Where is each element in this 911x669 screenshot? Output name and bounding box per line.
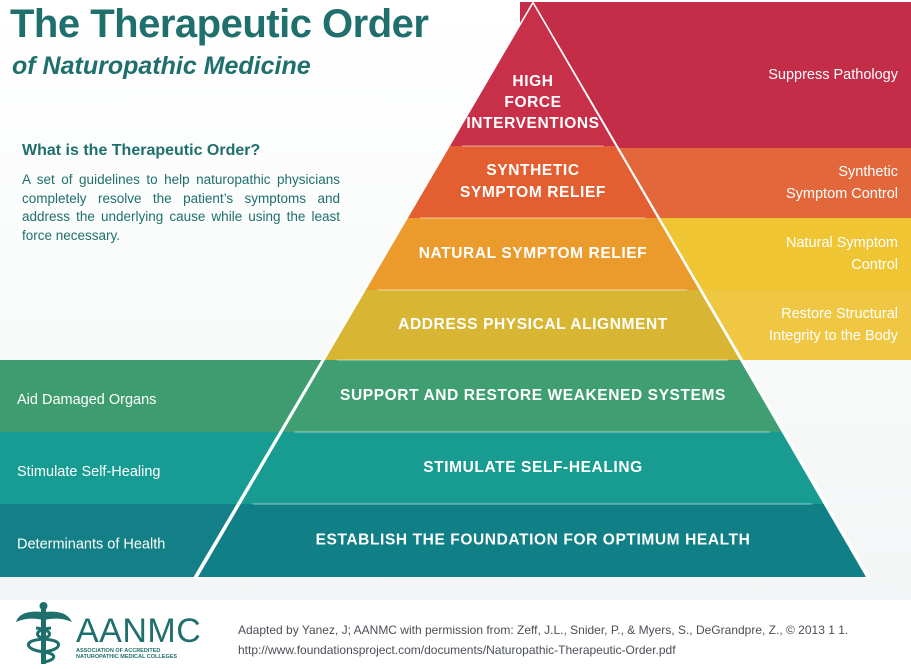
left-band-label-2-line: Stimulate Self-Healing: [17, 464, 160, 480]
right-band-label-1: Suppress Pathology: [768, 67, 899, 83]
left-band-label-3: Determinants of Health: [17, 536, 165, 552]
pyramid-level-label-7-line: ESTABLISH THE FOUNDATION FOR OPTIMUM HEA…: [316, 532, 751, 549]
pyramid-level-label-6: STIMULATE SELF-HEALING: [423, 459, 643, 476]
aanmc-logo-text: AANMC: [76, 612, 202, 650]
pyramid-level-label-1-line: FORCE: [504, 94, 561, 111]
pyramid-level-label-1-line: INTERVENTIONS: [466, 115, 599, 132]
pyramid-level-6: [240, 432, 824, 504]
pyramid-level-label-1-line: HIGH: [512, 73, 553, 90]
pyramid-level-label-4: ADDRESS PHYSICAL ALIGNMENT: [398, 316, 668, 333]
citation-text: Adapted by Yanez, J; AANMC with permissi…: [238, 623, 849, 657]
intro-heading: What is the Therapeutic Order?: [22, 142, 261, 159]
pyramid-level-label-1: HIGH FORCE INTERVENTIONS: [466, 73, 599, 132]
pyramid-level-label-5-line: SUPPORT AND RESTORE WEAKENED SYSTEMS: [340, 387, 726, 404]
aanmc-logo: [14, 600, 214, 665]
right-band-label-2-line: Synthetic: [838, 164, 898, 180]
pyramid-level-2: [407, 146, 658, 218]
right-band-label-3-line: Control: [851, 257, 898, 273]
pyramid-level-label-5: SUPPORT AND RESTORE WEAKENED SYSTEMS: [340, 387, 726, 404]
pyramid-level-3: [365, 218, 700, 290]
aanmc-subtext-line-1: ASSOCIATION OF ACCREDITED: [76, 648, 161, 654]
intro-body: A set of guidelines to help naturopathic…: [22, 172, 340, 243]
pyramid: HIGH FORCE INTERVENTIONS SYNTHETIC SYMPTOM R…: [193, 1, 871, 578]
pyramid-level-label-7: ESTABLISH THE FOUNDATION FOR OPTIMUM HEA…: [316, 532, 751, 549]
pyramid-level-label-4-line: ADDRESS PHYSICAL ALIGNMENT: [398, 316, 668, 333]
page-title: The Therapeutic Order: [10, 2, 429, 46]
right-band-label-4-line: Integrity to the Body: [769, 328, 899, 344]
right-band-label-2-line: Symptom Control: [786, 186, 898, 202]
right-band-label-3-line: Natural Symptom: [786, 235, 898, 251]
pyramid-level-7: [198, 504, 866, 577]
page-subtitle: of Naturopathic Medicine: [12, 52, 311, 80]
pyramid-level-label-6-line: STIMULATE SELF-HEALING: [423, 459, 643, 476]
pyramid-level-label-2-line: SYMPTOM RELIEF: [460, 184, 606, 201]
pyramid-level-5: [282, 360, 782, 432]
right-band-label-4-line: Restore Structural: [781, 306, 898, 322]
left-band-label-1-line: Aid Damaged Organs: [17, 392, 156, 408]
left-band-label-2: Stimulate Self-Healing: [17, 464, 160, 480]
aanmc-logo-subtext: ASSOCIATION OF ACCREDITED NATUROPATHIC M…: [76, 648, 216, 660]
pyramid-level-label-3-line: NATURAL SYMPTOM RELIEF: [419, 245, 647, 262]
pyramid-level-label-3: NATURAL SYMPTOM RELIEF: [419, 245, 647, 262]
pyramid-level-label-2-line: SYNTHETIC: [486, 162, 579, 179]
left-band-label-1: Aid Damaged Organs: [17, 392, 156, 408]
pyramid-level-4: [324, 290, 740, 360]
aanmc-subtext-line-2: NATUROPATHIC MEDICAL COLLEGES: [76, 654, 178, 660]
caduceus-icon: [16, 602, 72, 664]
right-band-label-1-line: Suppress Pathology: [768, 67, 899, 83]
pyramid-level-label-2: SYNTHETIC SYMPTOM RELIEF: [460, 162, 606, 201]
pyramid-level-1: [449, 4, 616, 146]
left-band-label-3-line: Determinants of Health: [17, 536, 165, 552]
